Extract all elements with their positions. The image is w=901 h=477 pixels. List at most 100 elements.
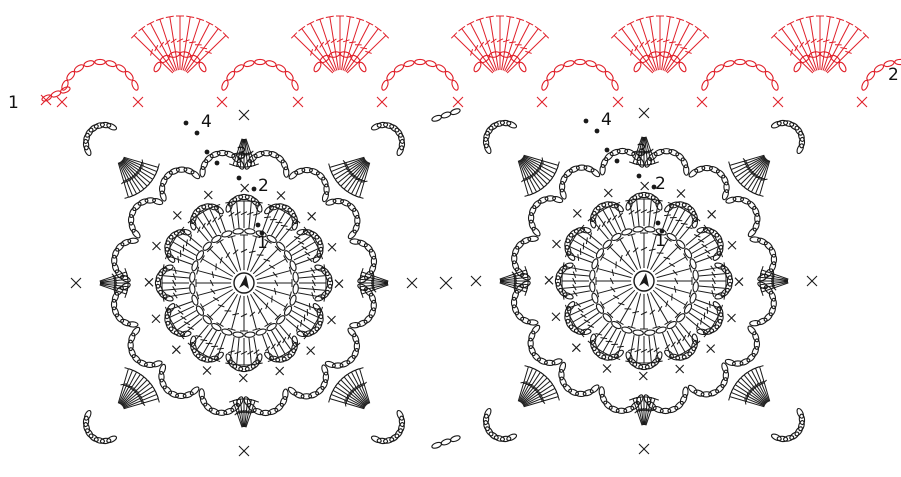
chain-stitch-icon — [127, 321, 138, 327]
chain-stitch-icon — [562, 383, 573, 394]
single-crochet-icon — [71, 278, 81, 288]
single-crochet-icon — [728, 314, 736, 322]
chain-stitch-icon — [755, 63, 767, 73]
chain-stitch-icon — [745, 60, 756, 68]
join-dot-icon — [615, 159, 620, 164]
chain-stitch-icon — [131, 201, 142, 212]
border-chain-arch — [381, 59, 460, 91]
double-crochet-icon — [251, 294, 272, 326]
chain-stitch-icon — [95, 59, 105, 64]
chain-stitch-icon — [520, 236, 532, 245]
double-crochet-icon — [617, 237, 638, 269]
join-dot-icon — [656, 221, 661, 226]
double-crochet-icon — [617, 292, 638, 324]
chain-stitch-icon — [308, 390, 320, 399]
chain-stitch-icon — [274, 402, 285, 413]
single-crochet-icon — [677, 189, 685, 197]
chain-stitch-icon — [604, 70, 615, 81]
single-crochet-icon — [697, 97, 707, 107]
single-crochet-icon — [707, 345, 715, 353]
round-3-loop — [288, 167, 330, 202]
border-row-label-2: 2 — [888, 65, 899, 85]
chain-stitch-icon — [275, 153, 286, 164]
chain-stitch-icon — [771, 79, 780, 91]
chain-stitch-icon — [451, 79, 460, 91]
chain-stitch-icon — [83, 133, 91, 144]
round-3-loop — [159, 167, 201, 202]
chain-stitch-icon — [687, 384, 698, 395]
chain-stitch-icon — [764, 70, 775, 81]
single-crochet-icon — [857, 97, 867, 107]
chain-stitch-icon — [398, 422, 406, 433]
double-crochet-icon — [196, 279, 231, 287]
chain-stitch-icon — [265, 60, 276, 68]
chain-stitch-icon — [114, 313, 125, 324]
chain-stitch-icon — [771, 120, 783, 129]
single-crochet-icon — [573, 209, 581, 217]
corner-loop — [771, 408, 806, 443]
chain-stitch-icon — [585, 60, 596, 68]
single-crochet-icon — [277, 191, 285, 199]
round-3-loop — [158, 364, 200, 399]
single-crochet-icon — [239, 446, 249, 456]
chain-stitch-icon — [783, 120, 794, 128]
chain-stitch-icon — [293, 272, 299, 283]
chain-stitch-icon — [106, 122, 118, 131]
chain-stitch-icon — [267, 407, 279, 416]
chain-stitch-icon — [599, 387, 605, 398]
double-crochet-icon — [655, 288, 687, 309]
round-3-loop — [687, 362, 729, 397]
chain-stitch-icon — [115, 63, 127, 73]
chain-stitch-icon — [283, 167, 289, 178]
single-crochet-icon — [308, 212, 316, 220]
single-crochet-icon — [440, 277, 452, 289]
chain-stitch-icon — [233, 63, 245, 73]
single-crochet-icon — [172, 346, 180, 354]
chain-stitch-icon — [61, 79, 70, 91]
chain-stitch-icon — [440, 111, 451, 119]
corner-loop — [371, 122, 406, 157]
single-crochet-icon — [471, 276, 481, 286]
join-dot-icon — [584, 119, 589, 124]
single-crochet-icon — [639, 372, 647, 380]
start-arrow-icon — [239, 275, 249, 289]
chain-stitch-icon — [358, 61, 368, 73]
chain-stitch-icon — [169, 167, 181, 176]
chain-stitch-icon — [363, 314, 374, 325]
chain-stitch-icon — [708, 388, 720, 397]
double-crochet-icon — [240, 201, 248, 228]
chain-stitch-icon — [105, 60, 116, 68]
chain-stitch-icon — [609, 148, 621, 157]
border-chain-arch — [541, 59, 620, 91]
chain-stitch-icon — [363, 242, 374, 253]
double-crochet-icon — [640, 199, 648, 226]
double-crochet-icon — [459, 26, 494, 72]
left-round-label-4: 4 — [201, 112, 212, 132]
round-3-loop — [128, 326, 163, 368]
chain-stitch-icon — [589, 281, 595, 292]
chain-stitch-icon — [603, 151, 614, 162]
chain-stitch-icon — [189, 272, 195, 283]
chain-stitch-icon — [440, 438, 451, 446]
double-crochet-icon — [162, 286, 189, 294]
double-crochet-icon — [119, 162, 136, 197]
chain-stitch-icon — [531, 226, 542, 237]
double-crochet-icon — [779, 26, 814, 72]
single-crochet-icon — [239, 374, 247, 382]
chain-stitch-icon — [589, 270, 595, 281]
chain-stitch-icon — [746, 200, 757, 211]
chain-stitch-icon — [83, 60, 94, 68]
single-crochet-icon — [217, 97, 227, 107]
chain-stitch-icon — [275, 63, 287, 73]
single-crochet-icon — [293, 97, 303, 107]
single-crochet-icon — [203, 367, 211, 375]
double-crochet-icon — [640, 294, 648, 329]
round-3-loop — [558, 362, 600, 397]
left-round-label-2: 2 — [258, 176, 269, 196]
right-round-label-4: 4 — [601, 110, 612, 130]
chain-stitch-icon — [350, 239, 361, 245]
chain-stitch-icon — [595, 202, 607, 212]
chain-stitch-icon — [531, 199, 542, 210]
chain-stitch-icon — [723, 60, 734, 68]
